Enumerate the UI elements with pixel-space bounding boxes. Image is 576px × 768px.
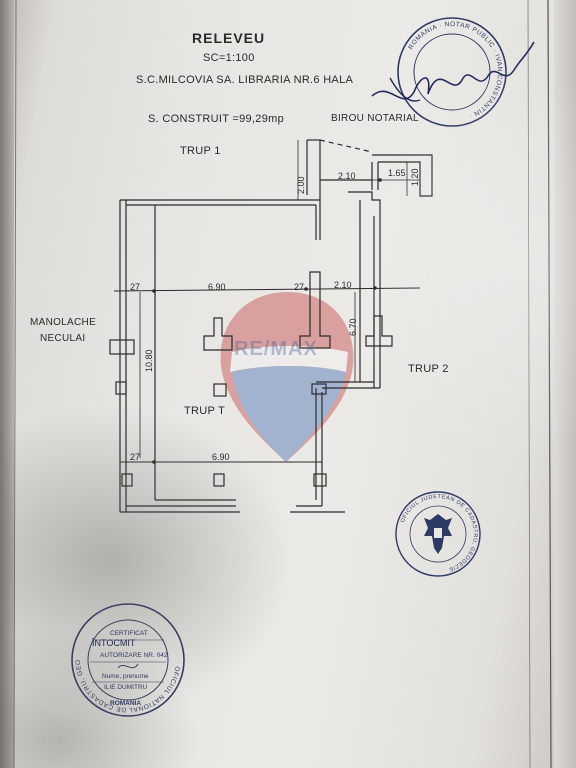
neighbor-top-label: TRUP 1 bbox=[180, 145, 221, 157]
dim-670: 6.70 bbox=[348, 318, 358, 336]
neighbor-left-label-line1: MANOLACHE bbox=[30, 317, 97, 328]
cert-line2: AUTORIZARE NR. 042 bbox=[100, 652, 168, 659]
cert-country: ROMANIA bbox=[110, 700, 142, 707]
cert-line4: ILIE DUMITRU bbox=[104, 684, 148, 691]
cadastre-stamp: OFICIUL NATIONAL DE CADASTRU, GEODEZIE S… bbox=[0, 0, 185, 717]
dim-690-b: 6.90 bbox=[212, 452, 230, 462]
company-line: S.C.MILCOVIA SA. LIBRARIA NR.6 HALA bbox=[136, 74, 354, 86]
built-area: S. CONSTRUIT =99,29mp bbox=[148, 113, 285, 125]
notary-ring-text: ROMANIA · NOTAR PUBLIC · IVAN CONSTANTIN… bbox=[407, 21, 502, 120]
dim-27-a: 27 bbox=[130, 282, 141, 292]
svg-text:ROMANIA · NOTAR PUBLIC · IVAN: ROMANIA · NOTAR PUBLIC · IVAN CONSTANTIN… bbox=[407, 21, 503, 120]
cert-line3: Nume, prenume bbox=[102, 673, 149, 680]
cert-handwritten: ÎNTOCMIT bbox=[92, 638, 136, 648]
dim-690-a: 6.90 bbox=[208, 282, 226, 292]
remax-watermark bbox=[220, 292, 354, 462]
dim-200: 2.00 bbox=[296, 176, 306, 194]
dim-165: 1.65 bbox=[388, 168, 406, 178]
ocpi-stamp: OFICIUL JUDETEAN DE CADASTRU, GEODEZIE bbox=[395, 491, 481, 577]
notary-signature bbox=[371, 41, 535, 100]
cert-line1: CERTIFICAT bbox=[110, 630, 148, 637]
dim-120: 1.20 bbox=[410, 168, 420, 186]
dim-210-mid: 2.10 bbox=[334, 280, 352, 290]
dim-1080: 10.80 bbox=[144, 349, 154, 372]
table-edge-left bbox=[0, 0, 14, 768]
neighbor-right-label: TRUP 2 bbox=[408, 363, 449, 375]
neighbor-left-label-line2: NECULAI bbox=[40, 333, 86, 344]
watermark-brand: RE/MAX bbox=[234, 338, 318, 360]
neighbor-office-label: BIROU NOTARIAL bbox=[331, 113, 419, 124]
dim-210-top: 2.10 bbox=[338, 171, 356, 181]
dim-27-b: 27 bbox=[294, 282, 305, 292]
notary-stamp: ROMANIA · NOTAR PUBLIC · IVAN CONSTANTIN… bbox=[371, 17, 535, 127]
walls bbox=[109, 139, 433, 513]
dim-27-c: 27 bbox=[130, 452, 141, 462]
paper-edge-right bbox=[554, 0, 576, 768]
unit-label: TRUP T bbox=[184, 405, 226, 417]
document-title: RELEVEU bbox=[192, 30, 266, 46]
document-scale: SC=1:100 bbox=[203, 52, 255, 64]
